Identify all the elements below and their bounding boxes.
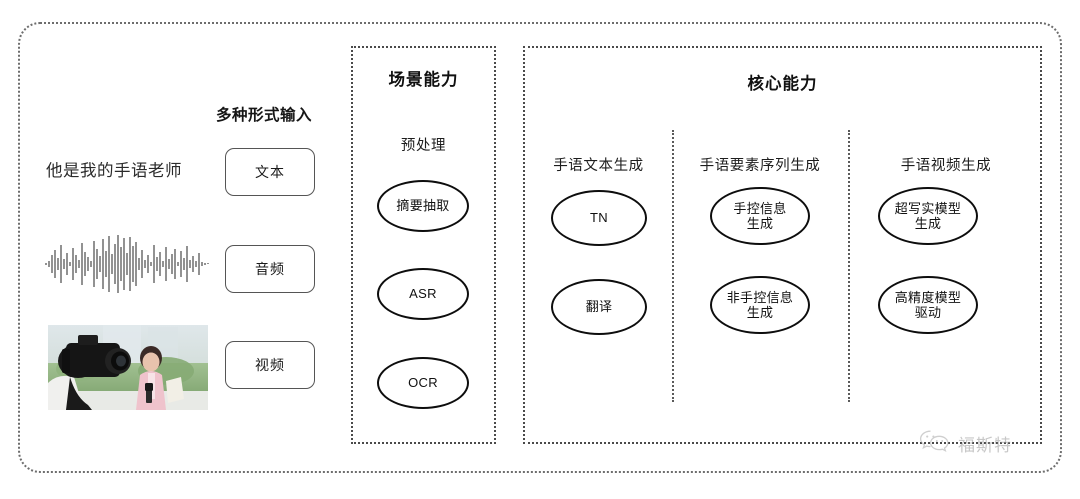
core-panel-title: 核心能力 — [747, 75, 818, 93]
core-divider-1 — [672, 130, 674, 402]
node-asr[interactable]: ASR — [377, 268, 469, 320]
video-thumbnail-icon — [48, 325, 208, 410]
input-section-heading: 多种形式输入 — [216, 107, 313, 124]
core-capability-panel: 核心能力 手语文本生成 TN 翻译 手语要素序列生成 手控信息生成 非手控信息生… — [523, 46, 1042, 444]
input-section: 多种形式输入 他是我的手语老师 — [30, 95, 330, 415]
core-column-title-sign-text-generation: 手语文本生成 — [553, 158, 644, 174]
watermark: 福斯特 — [918, 428, 1012, 459]
core-divider-2 — [848, 130, 850, 402]
watermark-text: 福斯特 — [958, 436, 1012, 455]
node-non-manual-signal-generation[interactable]: 非手控信息生成 — [710, 276, 810, 334]
core-column-title-sign-element-sequence-generation: 手语要素序列生成 — [699, 158, 821, 174]
node-manual-signal-generation[interactable]: 手控信息生成 — [710, 187, 810, 245]
node-summary-extraction[interactable]: 摘要抽取 — [377, 180, 469, 232]
node-hyperrealistic-model-generation[interactable]: 超写实模型生成 — [878, 187, 978, 245]
node-high-precision-model-driving[interactable]: 高精度模型驱动 — [878, 276, 978, 334]
node-tn[interactable]: TN — [551, 190, 647, 246]
node-translation[interactable]: 翻译 — [551, 279, 647, 335]
wechat-icon — [918, 428, 952, 459]
node-ocr[interactable]: OCR — [377, 357, 469, 409]
scene-panel-title: 场景能力 — [388, 71, 459, 89]
waveform-icon — [44, 233, 210, 295]
modality-box-video[interactable]: 视频 — [225, 341, 315, 389]
modality-box-audio[interactable]: 音频 — [225, 245, 315, 293]
sample-sentence-text: 他是我的手语老师 — [46, 162, 182, 180]
modality-box-text[interactable]: 文本 — [225, 148, 315, 196]
scene-group-label: 预处理 — [400, 138, 447, 154]
scene-capability-panel: 场景能力 预处理 摘要抽取 ASR OCR — [351, 46, 496, 444]
core-column-title-sign-video-generation: 手语视频生成 — [900, 158, 992, 174]
